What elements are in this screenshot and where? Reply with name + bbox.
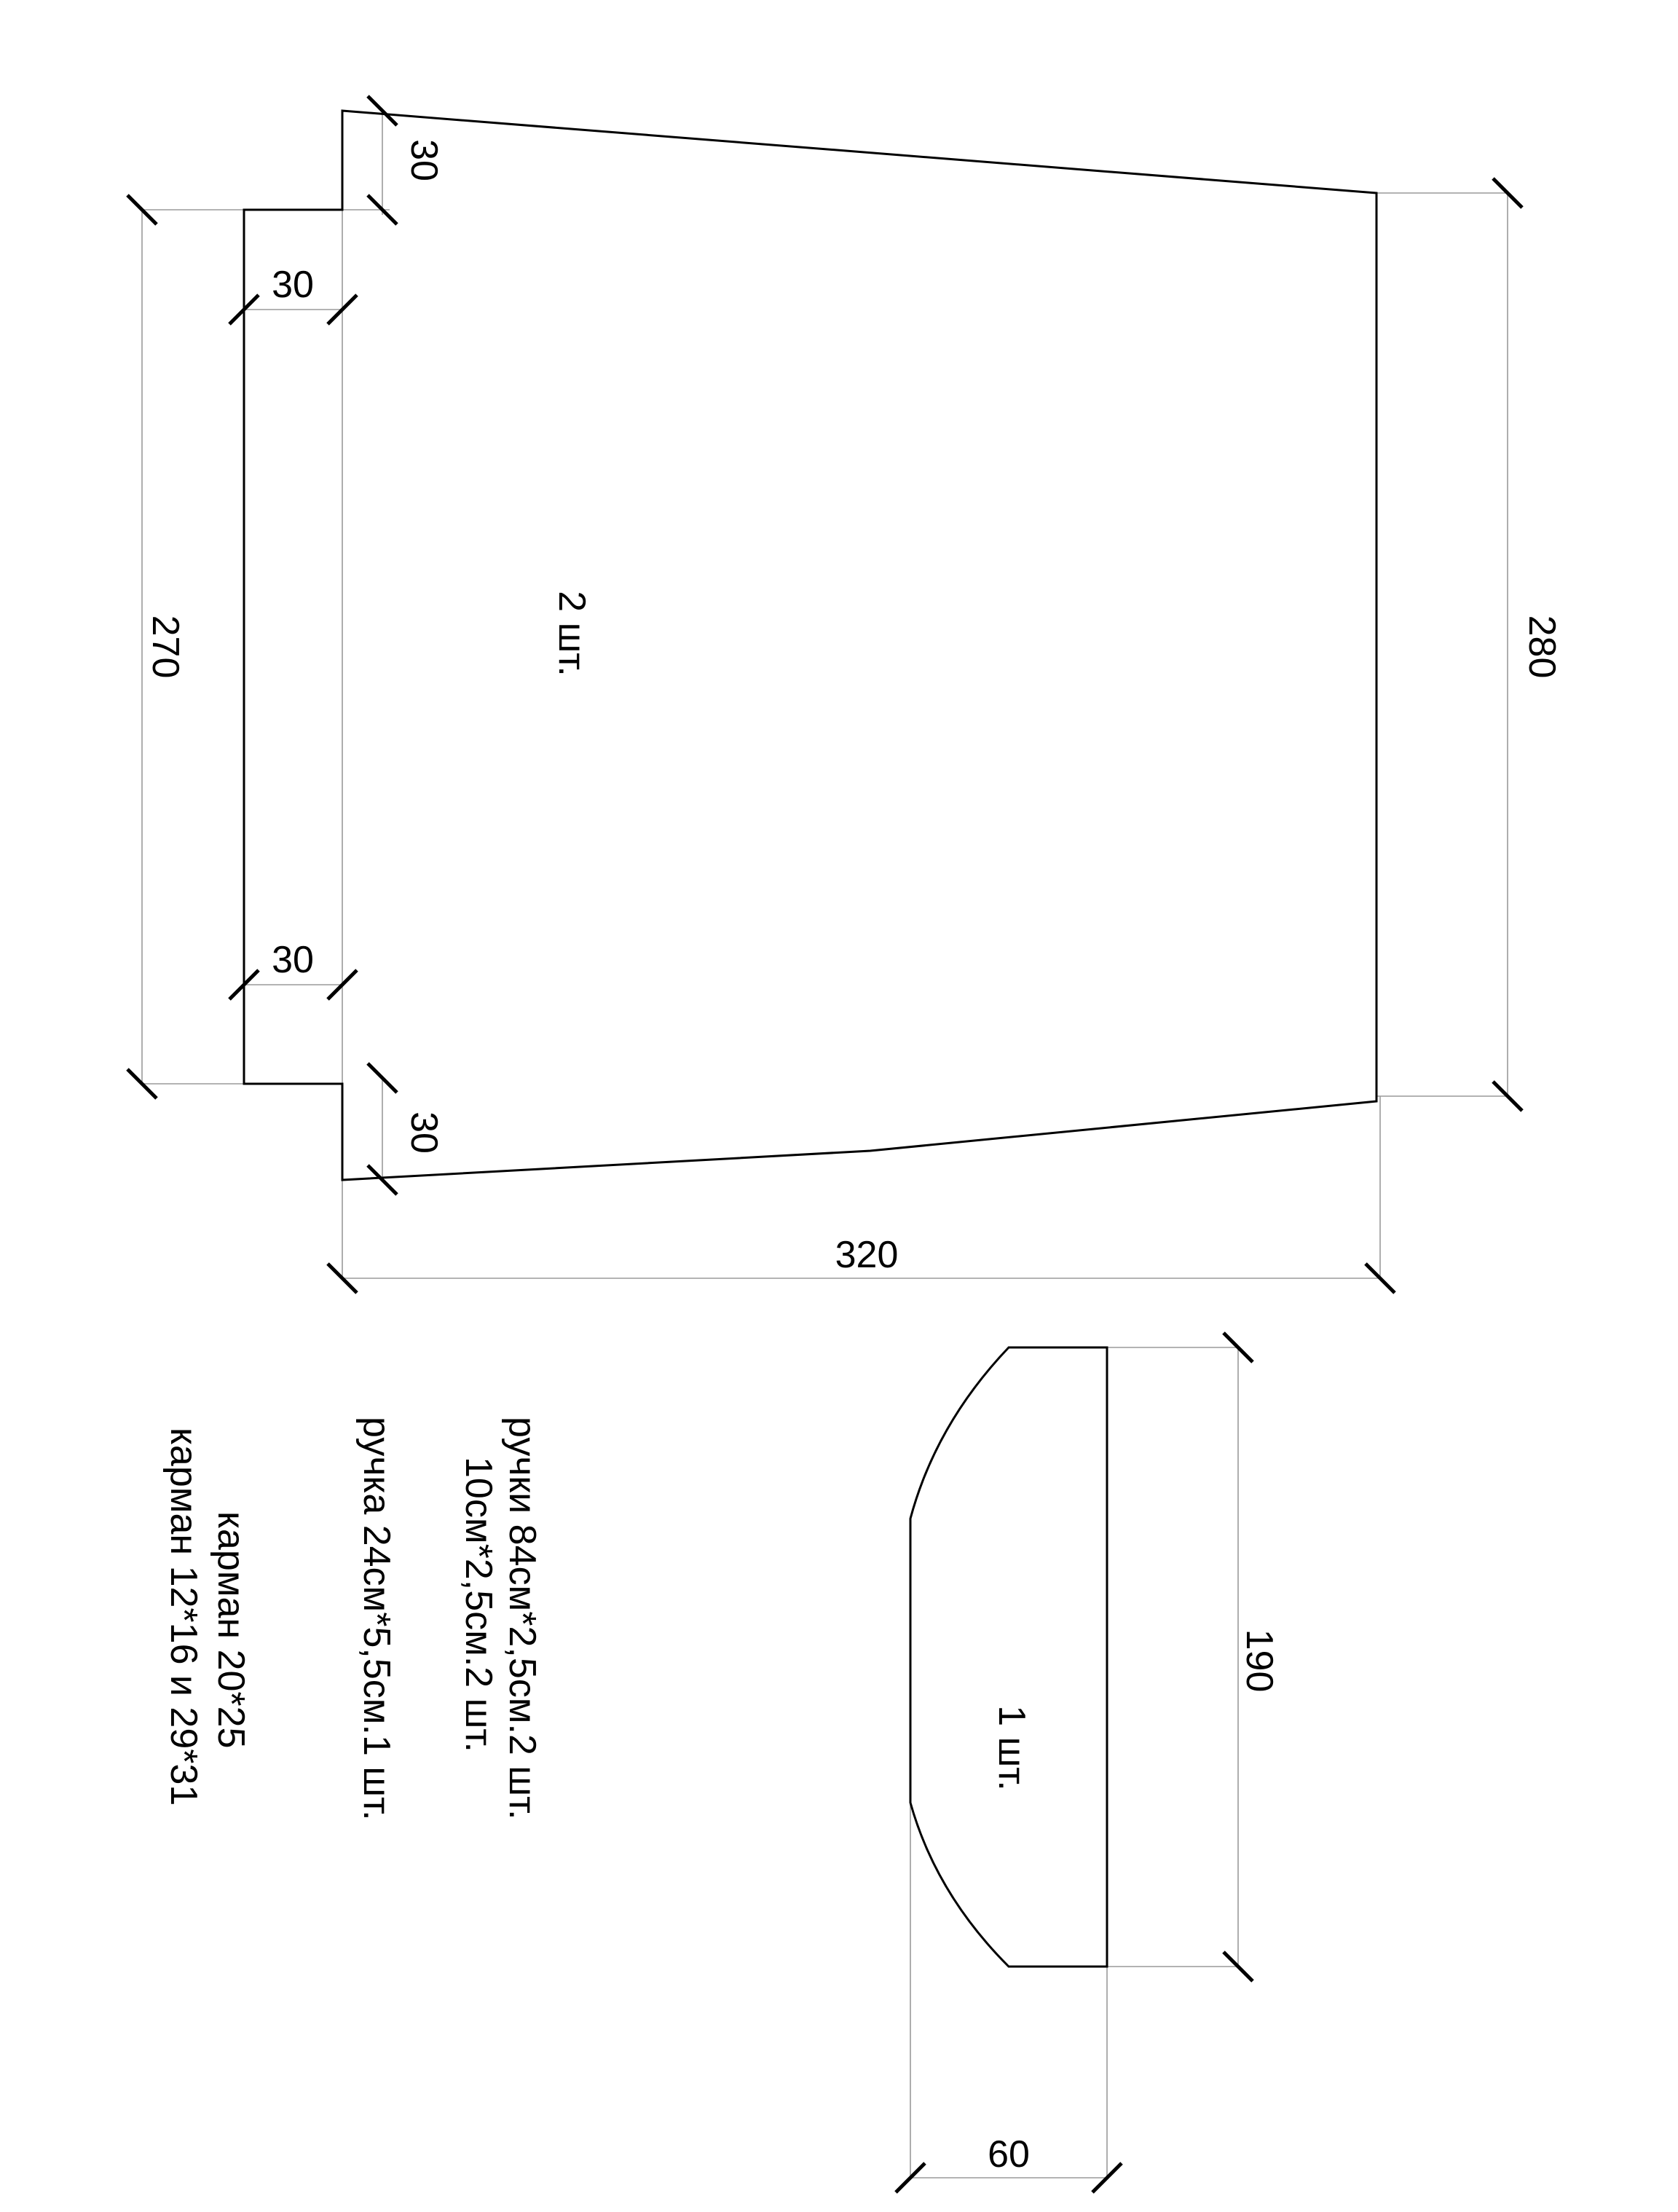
bottom-quantity-label: 1 шт.	[990, 1705, 1033, 1791]
dim-bottom-length-label: 190	[1238, 1629, 1280, 1693]
note-handles-line2: 10см*2,5см.2 шт.	[457, 1457, 500, 1752]
note-pocket1: карман 20*25	[210, 1511, 252, 1748]
dim-top-notch-label: 30	[272, 264, 314, 306]
note-pocket2: карман 12*16 и 29*31	[162, 1428, 205, 1806]
dim-top-height-label: 30	[403, 139, 445, 181]
dim-left-length-label: 270	[144, 615, 186, 679]
main-quantity-label: 2 шт.	[551, 591, 593, 677]
main-piece-outline	[243, 109, 1378, 1181]
dim-right-length-label: 280	[1521, 615, 1563, 679]
dim-bottom-height-label: 30	[403, 1111, 445, 1154]
main-dimension-lines	[141, 111, 1508, 1279]
note-handle: ручка 24см*5,5см.1 шт.	[355, 1417, 398, 1821]
bottom-dimension-ticks	[894, 1331, 1254, 2194]
dim-bottom-notch-label: 30	[272, 939, 314, 981]
dim-bottom-depth-label: 60	[988, 2133, 1030, 2176]
bottom-pattern-piece: 190 60 1 шт.	[894, 1331, 1280, 2194]
pattern-notes: ручки 84см*2,5см.2 шт. 10см*2,5см.2 шт. …	[162, 1417, 543, 1821]
bottom-piece-outline	[909, 1346, 1108, 1968]
dim-width-label: 320	[835, 1234, 899, 1276]
main-pattern-piece: 30 30 30 30 270 280 320 2 шт.	[126, 95, 1563, 1294]
bottom-dimension-lines	[910, 1347, 1239, 2178]
main-dimension-ticks	[126, 95, 1524, 1294]
note-handles-line1: ручки 84см*2,5см.2 шт.	[501, 1417, 543, 1820]
